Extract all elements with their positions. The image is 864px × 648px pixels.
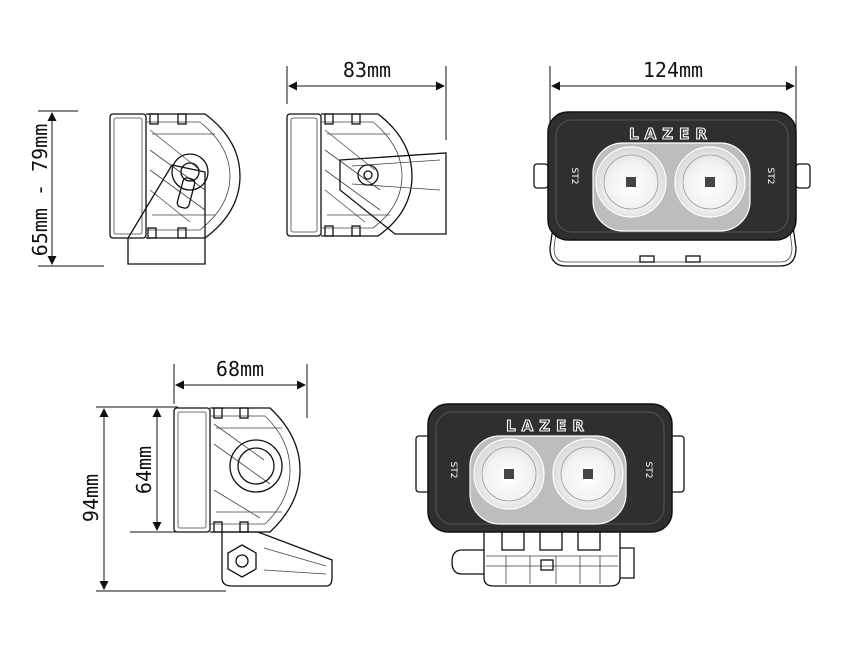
model-label-right-bottom: ST2 — [643, 462, 653, 479]
front-view-bottom-right: LAZER ST2 ST2 — [415, 403, 685, 587]
side-view-housing-top-left — [109, 113, 241, 265]
dimension-depth-top-middle: 83mm — [286, 58, 447, 140]
dim-label-68mm: 68mm — [216, 357, 264, 381]
dimension-width-top-right: 124mm — [549, 58, 797, 144]
dimension-height-total-bottom-left: 94mm — [79, 406, 226, 592]
dim-label-64mm: 64mm — [132, 446, 156, 494]
dim-label-94mm: 94mm — [79, 474, 103, 522]
dimension-depth-bottom-left: 68mm — [173, 357, 308, 418]
model-label-right: ST2 — [765, 168, 775, 185]
side-view-housing-bottom-left — [173, 407, 333, 587]
brand-logo-bottom: LAZER — [506, 417, 590, 435]
model-label-left-bottom: ST2 — [448, 462, 458, 479]
dim-label-124mm: 124mm — [643, 58, 703, 82]
front-view-top-right: LAZER ST2 ST2 — [533, 111, 811, 267]
dimension-height-body-bottom-left: 64mm — [130, 406, 178, 533]
model-label-left: ST2 — [569, 168, 579, 185]
dim-label-65-79mm: 65mm - 79mm — [28, 124, 52, 256]
dim-label-83mm: 83mm — [343, 58, 391, 82]
dimension-height-top-left: 65mm - 79mm — [28, 110, 104, 267]
brand-logo-top: LAZER — [629, 125, 713, 143]
side-view-housing-top-middle — [286, 113, 447, 237]
